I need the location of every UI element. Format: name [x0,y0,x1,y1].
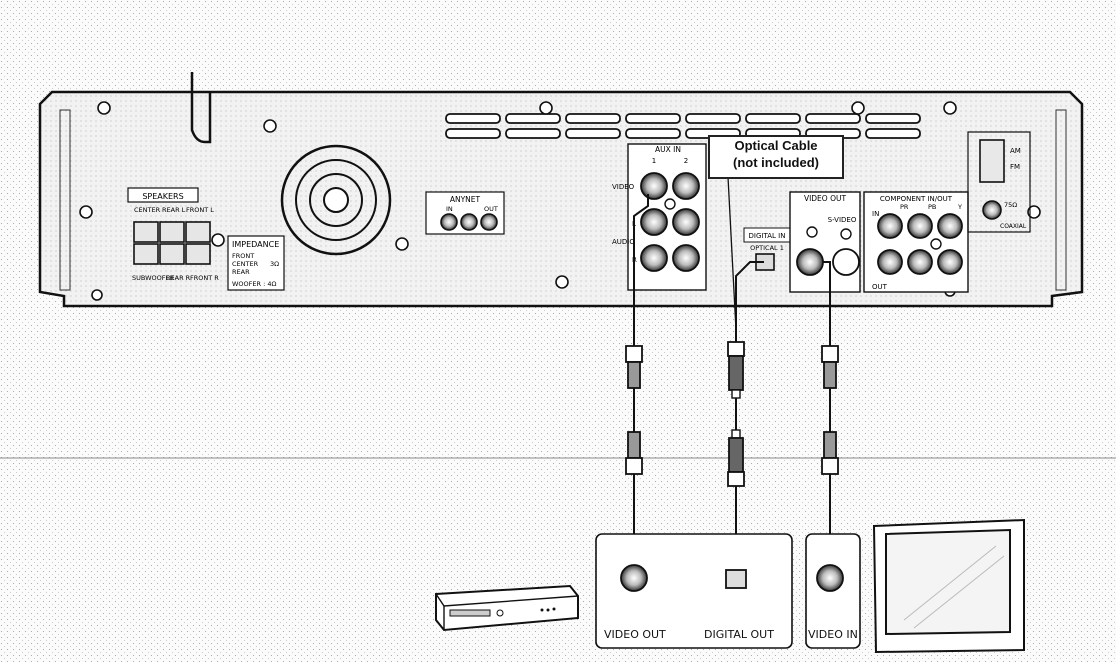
component-pb: PB [928,203,936,211]
source-video-out-jack[interactable] [621,565,647,591]
anynet-out-label: OUT [484,205,498,213]
impedance-front: FRONT [232,252,254,260]
speaker-top-label-2: REAR L [162,206,186,214]
speaker-top-label-1: CENTER [134,206,161,214]
anynet-in-jack[interactable] [441,214,457,230]
aux-col-2: 2 [684,157,688,165]
tv-video-in-jack[interactable] [817,565,843,591]
anynet-out-jack[interactable] [481,214,497,230]
fm-label: FM [1010,163,1020,171]
callout-title: Optical Cable [710,137,842,154]
component-pr: PR [900,203,909,211]
impedance-value: 3Ω [270,260,279,268]
anynet-label: ANYNET [450,195,481,204]
speaker-bottom-label-3: FRONT R [190,274,219,282]
aux-col-1: 1 [652,157,656,165]
optical-cable-callout: Optical Cable (not included) [708,135,844,179]
anynet-in-label: IN [446,205,453,213]
aux-video-2-jack[interactable] [673,173,699,199]
aux-video-1-jack[interactable] [641,173,667,199]
component-label: COMPONENT IN/OUT [880,195,953,203]
digital-in-sub: OPTICAL 1 [750,244,784,252]
video-out-panel: VIDEO OUT S-VIDEO [790,192,860,292]
component-y: Y [957,203,962,211]
anynet-ports: ANYNET IN OUT [426,192,504,234]
video-out-jack[interactable] [797,249,823,275]
component-out-label: OUT [872,283,888,291]
tv-video-in-label: VIDEO IN [808,628,858,641]
impedance-rear: REAR [232,268,250,276]
coaxial-label: COAXIAL [1000,223,1027,230]
impedance-label: IMPEDANCE [232,240,279,249]
aux-audio-label: AUDIO [612,238,635,246]
speaker-bottom-label-2: REAR R [166,274,191,282]
source-digital-out-jack[interactable] [726,570,746,588]
am-label: AM [1010,147,1021,155]
svideo-label: S-VIDEO [828,216,857,224]
source-video-out-label: VIDEO OUT [604,628,666,641]
impedance-center: CENTER [232,260,259,268]
source-digital-out-label: DIGITAL OUT [704,628,774,641]
digital-in-label: DIGITAL IN [749,232,786,240]
aux-in-label: AUX IN [655,145,681,154]
component-in-label: IN [872,210,879,218]
speakers-label: SPEAKERS [142,192,183,201]
component-panel: COMPONENT IN/OUT IN OUT PR PB Y [864,192,968,292]
television [874,520,1024,652]
svideo-jack[interactable] [833,249,859,275]
video-out-label: VIDEO OUT [804,194,847,203]
speaker-top-label-3: FRONT L [186,206,214,214]
impedance-woofer: WOOFER : 4Ω [232,280,276,288]
aux-video-label: VIDEO [612,183,635,191]
fm-ohm-label: 75Ω [1004,201,1017,209]
callout-subtitle: (not included) [710,154,842,171]
